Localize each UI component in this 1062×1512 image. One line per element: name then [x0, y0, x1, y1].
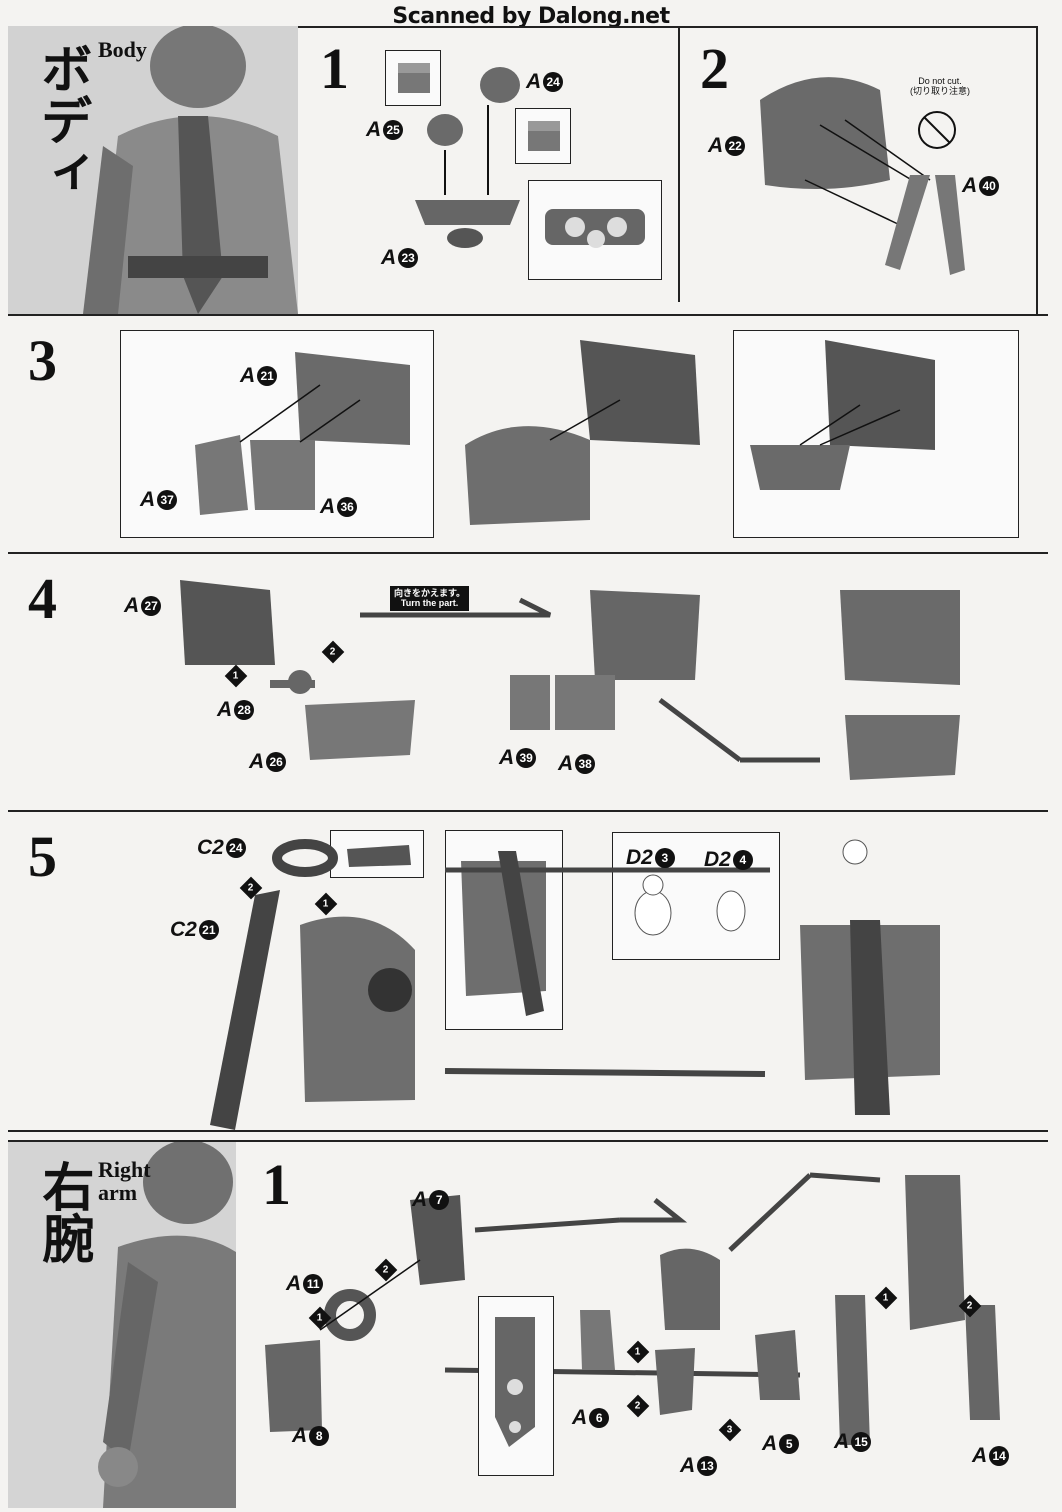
note-en: Do not cut.	[918, 76, 962, 86]
parts-illustration	[210, 839, 940, 1378]
parts-illustration	[415, 67, 520, 248]
divider	[678, 26, 680, 302]
detail-callout	[612, 832, 780, 960]
parts-illustration	[265, 1172, 1000, 1445]
divider	[8, 314, 1048, 316]
body-title-jp: ボディ	[31, 42, 92, 198]
right-arm-title-en: Right arm	[98, 1157, 151, 1206]
divider	[8, 1140, 1048, 1142]
part-detail-box	[385, 50, 441, 106]
part-detail-box	[528, 180, 662, 280]
part-detail-box	[515, 108, 571, 164]
right-arm-title-jp: 右腕	[33, 1160, 94, 1264]
turn-jp: 向きをかえます。	[394, 588, 466, 598]
body-thumbnail	[8, 26, 298, 314]
step-number: 4	[28, 566, 57, 631]
figure-illustration-icon	[8, 26, 298, 314]
body-title-en: Body	[98, 37, 147, 62]
parts-illustration	[195, 340, 935, 525]
turn-en: Turn the part.	[400, 598, 459, 609]
divider	[8, 1130, 1048, 1132]
note-jp: (切り取り注意)	[910, 86, 970, 97]
step-number: 2	[700, 36, 729, 101]
parts-illustration	[180, 580, 960, 780]
arrow	[444, 1068, 766, 1077]
watermark: Scanned by Dalong.net	[392, 4, 670, 29]
right-arm-thumbnail	[8, 1142, 236, 1508]
step-number: 1	[320, 36, 349, 101]
step-number: 3	[28, 328, 57, 393]
divider	[8, 552, 1048, 554]
divider	[298, 26, 1038, 28]
detail-callout	[478, 1296, 554, 1476]
step-number: 1	[262, 1152, 291, 1217]
divider	[1036, 26, 1038, 316]
do-not-cut-note: Do not cut. (切り取り注意)	[900, 76, 980, 97]
parts-illustration	[760, 77, 965, 275]
turn-part-tag: 向きをかえます。 Turn the part.	[390, 586, 470, 611]
divider	[8, 810, 1048, 812]
figure-illustration-icon	[8, 1142, 236, 1508]
step-number: 5	[28, 824, 57, 889]
part-detail-box	[445, 830, 563, 1030]
